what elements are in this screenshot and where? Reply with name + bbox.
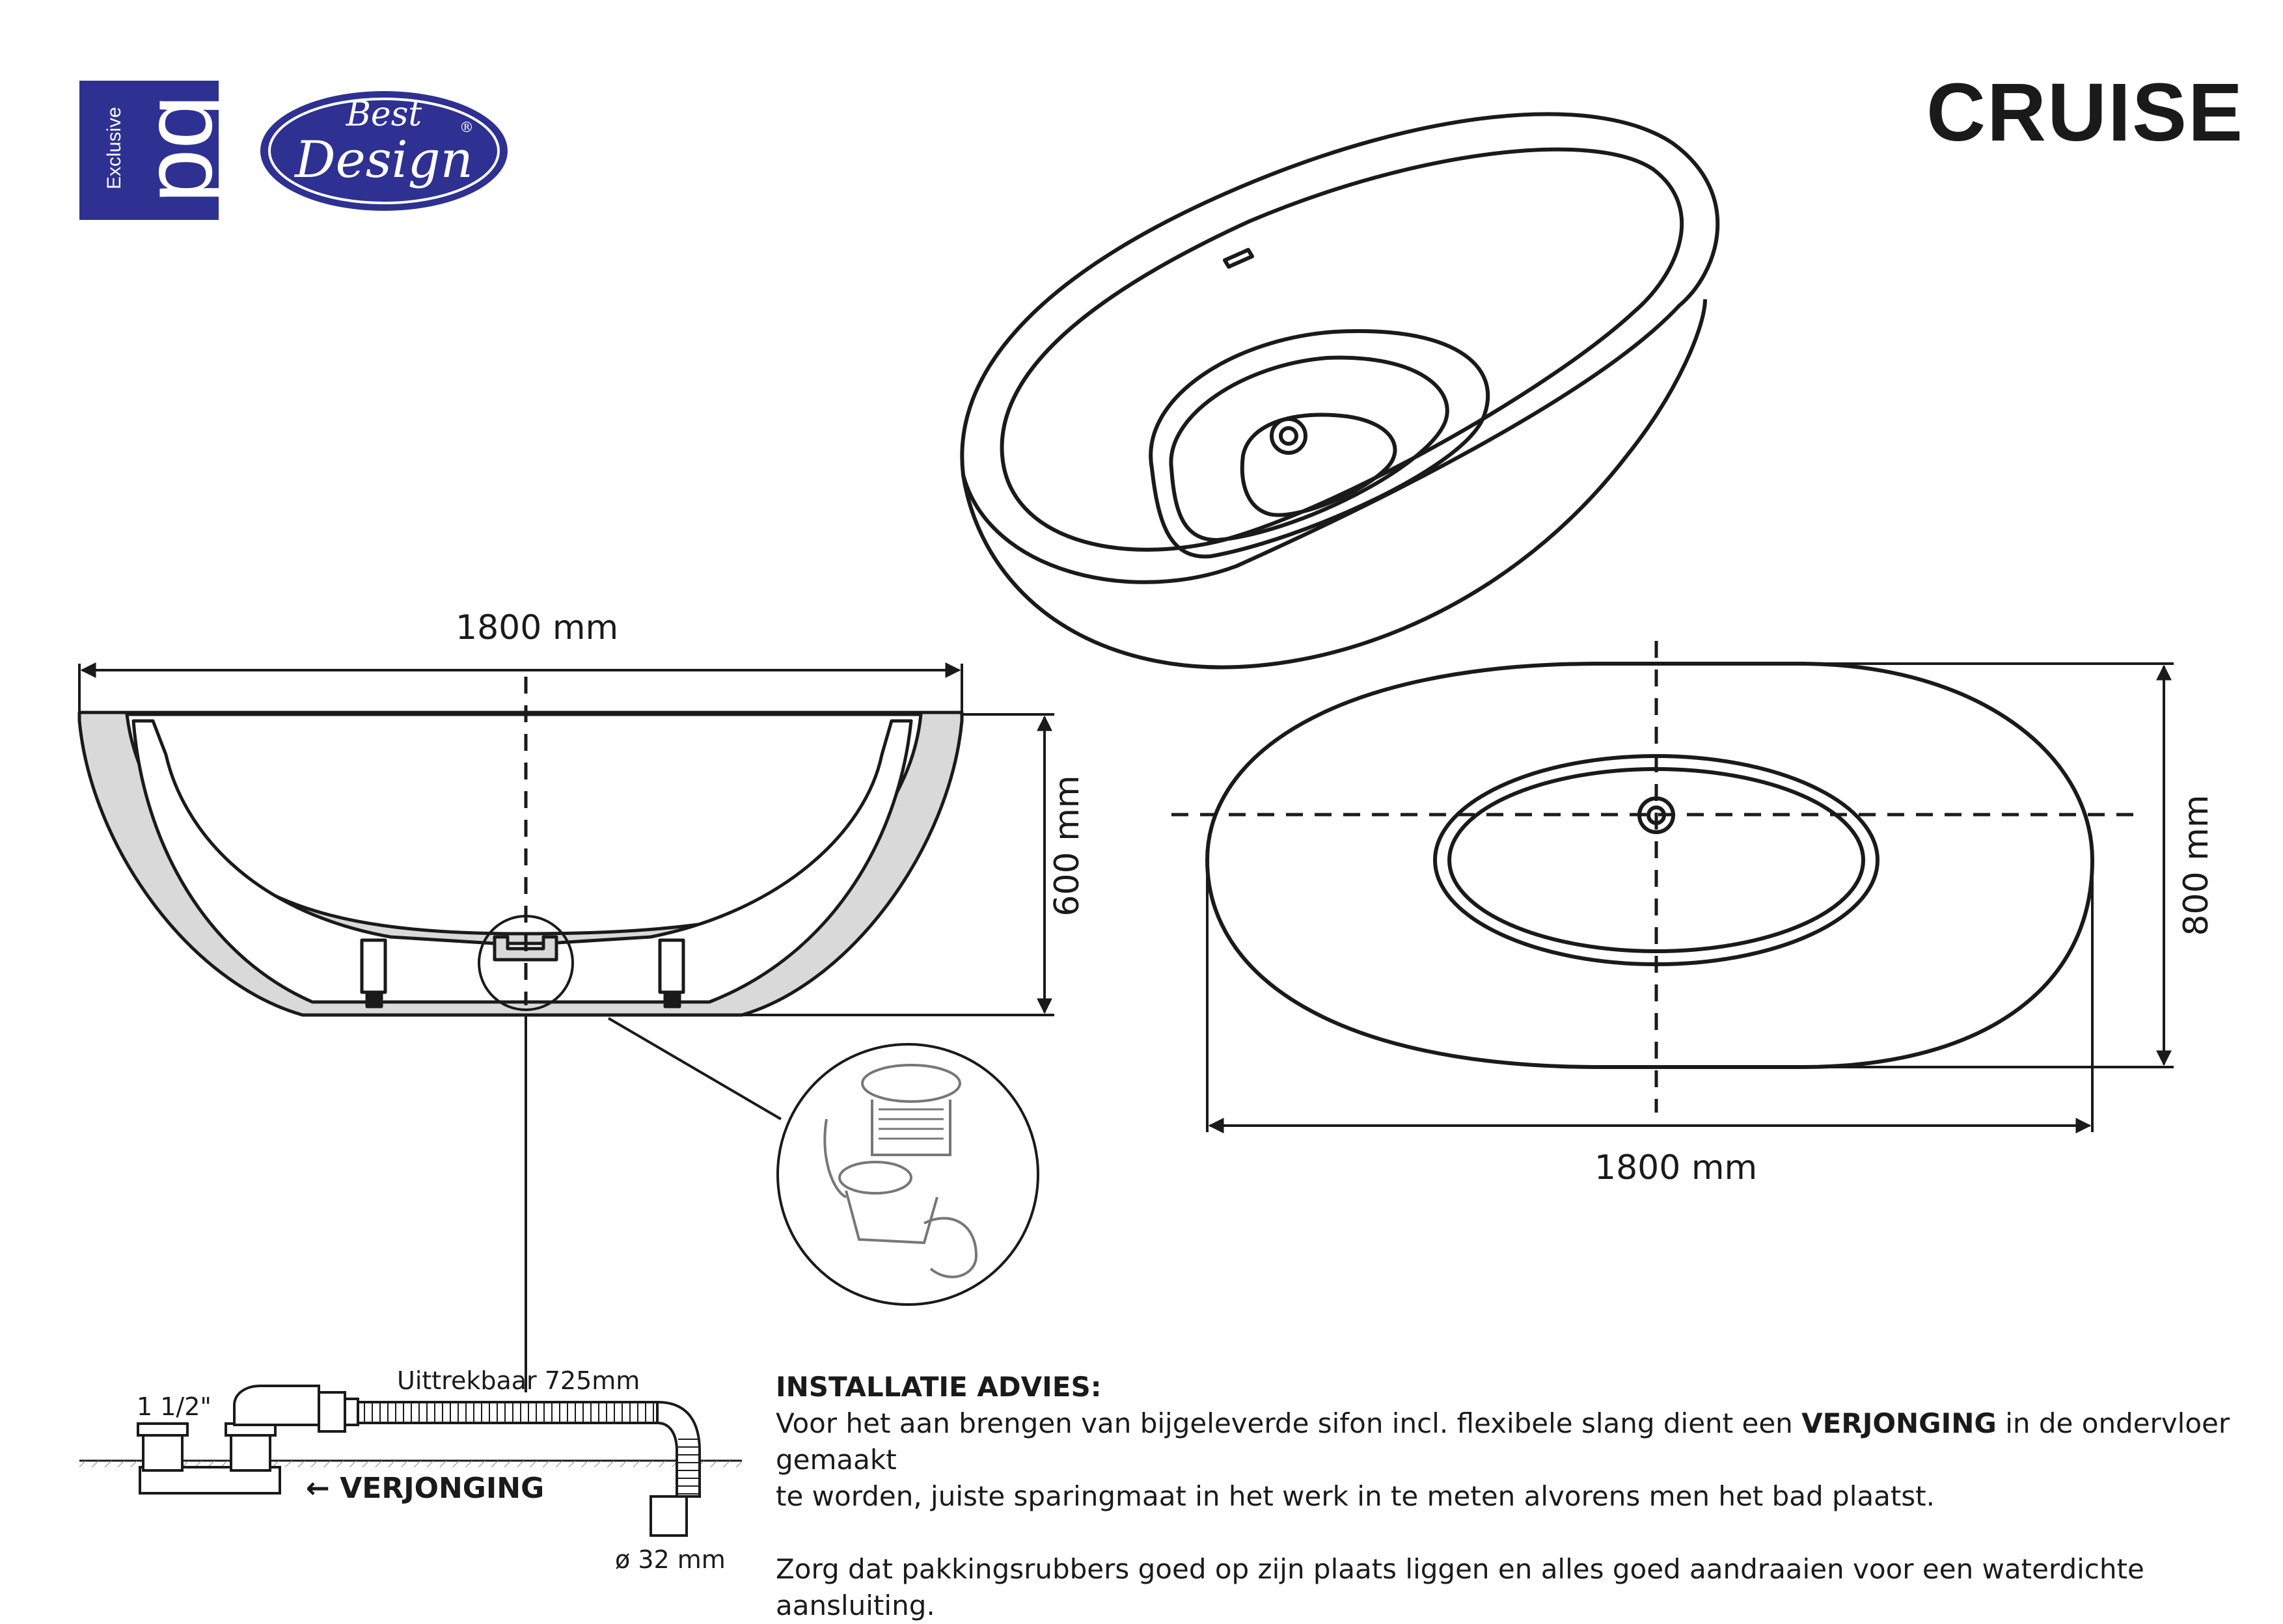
side-section-view — [77, 710, 964, 1017]
advice-line-3: Zorg dat pakkingsrubbers goed op zijn pl… — [776, 1553, 2144, 1621]
recess-label-text: VERJONGING — [340, 1472, 545, 1505]
perspective-view — [960, 112, 1720, 670]
advice-heading: INSTALLATIE ADVIES: — [776, 1371, 1102, 1403]
siphon-assembly — [79, 1385, 742, 1537]
logo-design-text: Design — [295, 131, 473, 189]
side-height-dimension — [742, 713, 1054, 1016]
advice-line-2: te worden, juiste sparingmaat in het wer… — [776, 1480, 1935, 1512]
hose-corrugation — [364, 1403, 698, 1495]
installation-advice: INSTALLATIE ADVIES: Voor het aan brengen… — [776, 1369, 2240, 1624]
best-design-wordmark: Best Design ® — [280, 96, 488, 187]
detail-leader-line — [607, 1017, 782, 1120]
exclusive-bd-logo: Exclusive bd — [79, 81, 248, 220]
logo-best-text: Best — [346, 95, 422, 134]
side-width-label: 1800 mm — [456, 608, 619, 647]
top-view — [1205, 662, 2095, 1069]
best-design-logo — [260, 91, 508, 211]
recess-label: ← VERJONGING — [306, 1472, 544, 1505]
pipe-diameter-label: ø 32 mm — [615, 1545, 726, 1574]
advice-paragraph-1: Voor het aan brengen van bijgeleverde si… — [776, 1405, 2240, 1478]
top-depth-label: 800 mm — [2177, 794, 2216, 936]
side-height-label: 600 mm — [1048, 775, 1087, 917]
side-width-dimension — [78, 662, 963, 712]
logo-registered-mark: ® — [459, 120, 474, 136]
top-width-dimension — [1206, 865, 2094, 1133]
logo-bd-mark: bd — [139, 94, 249, 204]
advice-line1-bold: VERJONGING — [1801, 1407, 1997, 1439]
thread-size-label: 1 1/2" — [137, 1392, 212, 1421]
extendable-length-label: Uittrekbaar 725mm — [397, 1366, 640, 1395]
advice-line1-pre: Voor het aan brengen van bijgeleverde si… — [776, 1407, 1802, 1439]
top-width-label: 1800 mm — [1594, 1148, 1758, 1187]
logo-exclusive-text: Exclusive — [103, 107, 125, 189]
top-depth-dimension — [1809, 662, 2174, 1068]
advice-line1-post: in de ondervloer gemaakt — [776, 1407, 2230, 1476]
page-title: CRUISE — [1926, 66, 2245, 158]
drain-detail-bubble — [776, 1043, 1039, 1306]
arrow-left-icon: ← — [306, 1472, 330, 1505]
